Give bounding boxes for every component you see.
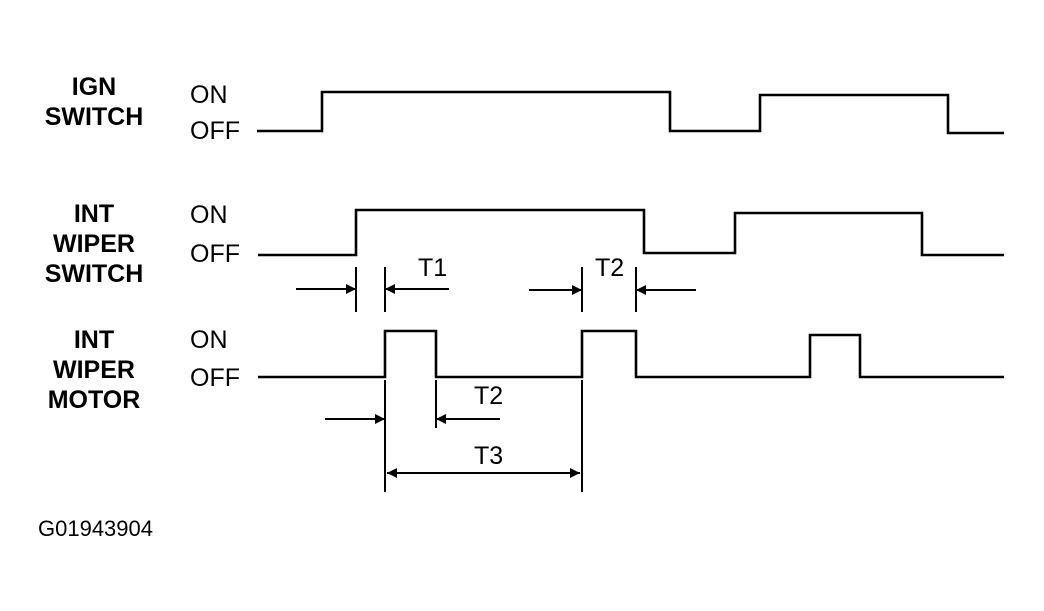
- motor-on-label: ON: [190, 326, 228, 354]
- int-wiper-motor-row: INT WIPER MOTOR ON OFF: [48, 326, 1004, 414]
- t2-switch-label: T2: [595, 254, 624, 282]
- switch-on-label: ON: [190, 201, 228, 229]
- switch-label-line-2: WIPER: [53, 230, 135, 258]
- switch-label-line-1: INT: [74, 200, 114, 228]
- t1-label: T1: [418, 254, 447, 282]
- t1-dimension: T1: [296, 254, 449, 312]
- figure-code: G01943904: [38, 516, 153, 541]
- t3-dimension: T3: [387, 380, 583, 492]
- t2-switch-dimension: T2: [529, 254, 696, 312]
- int-wiper-switch-row: INT WIPER SWITCH ON OFF: [45, 200, 1004, 288]
- motor-label-line-2: WIPER: [53, 356, 135, 384]
- t3-label: T3: [474, 442, 503, 470]
- motor-label-line-1: INT: [74, 326, 114, 354]
- motor-label-line-3: MOTOR: [48, 386, 141, 414]
- ign-label-line-2: SWITCH: [45, 103, 144, 131]
- switch-off-label: OFF: [190, 240, 240, 268]
- ign-switch-row: IGN SWITCH ON OFF: [45, 73, 1004, 145]
- ign-off-label: OFF: [190, 117, 240, 145]
- motor-waveform: [258, 329, 1004, 379]
- t2-motor-label: T2: [474, 382, 503, 410]
- ign-waveform: [257, 90, 1004, 135]
- motor-off-label: OFF: [190, 364, 240, 392]
- ign-on-label: ON: [190, 81, 228, 109]
- switch-waveform: [258, 208, 1004, 257]
- ign-label-line-1: IGN: [72, 73, 116, 101]
- switch-label-line-3: SWITCH: [45, 260, 144, 288]
- t2-motor-dimension: T2: [325, 380, 503, 492]
